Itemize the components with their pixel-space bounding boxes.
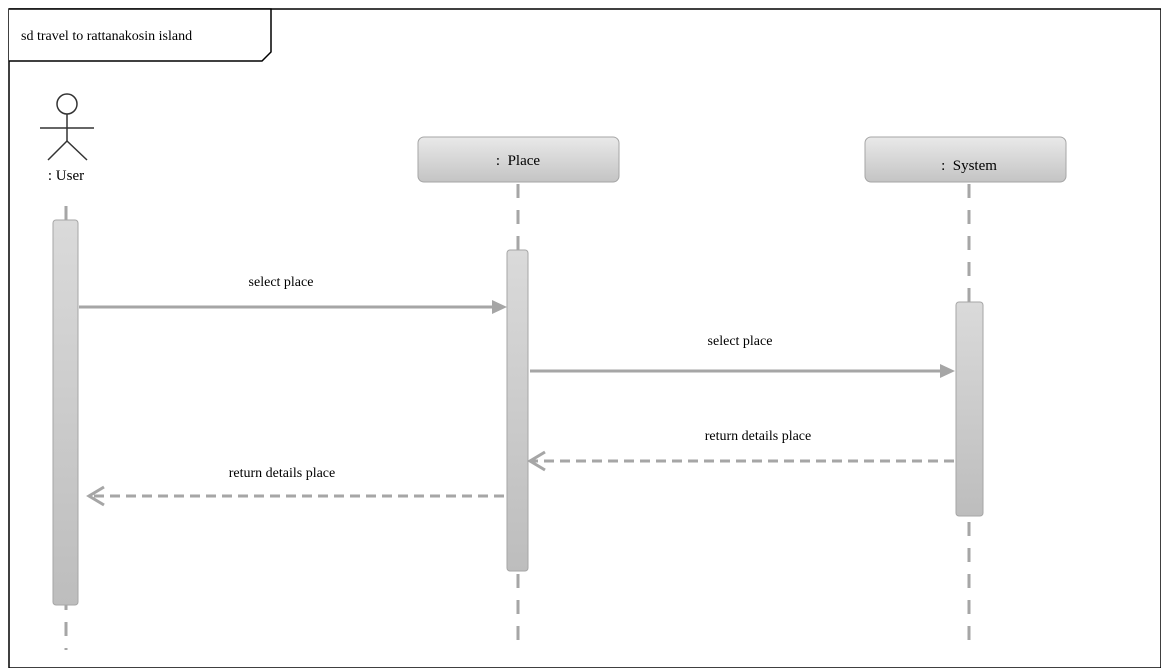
frame-title: sd travel to rattanakosin island [21, 29, 192, 44]
activation-bar-user [52, 219, 79, 606]
arrowhead-open-icon [527, 450, 546, 472]
lifeline-place-label: : Place [496, 153, 540, 169]
message-label-2: select place [708, 334, 773, 349]
message-label-1: select place [249, 275, 314, 290]
actor-user-label: : User [48, 168, 84, 184]
message-label-4: return details place [229, 466, 336, 481]
lifeline-place-box [417, 136, 620, 183]
arrowhead-filled-icon [492, 300, 507, 314]
stick-figure-icon [40, 93, 94, 161]
diagram-frame [8, 8, 1161, 668]
message-label-3: return details place [705, 429, 812, 444]
activation-bar-system [955, 301, 984, 517]
lifeline-system-box [864, 136, 1067, 183]
activation-bar-place [506, 249, 529, 572]
arrowhead-filled-icon [940, 364, 955, 378]
arrowhead-open-icon [86, 485, 105, 507]
lifeline-system-label: : System [941, 158, 997, 174]
frame-title-tab [9, 8, 272, 62]
